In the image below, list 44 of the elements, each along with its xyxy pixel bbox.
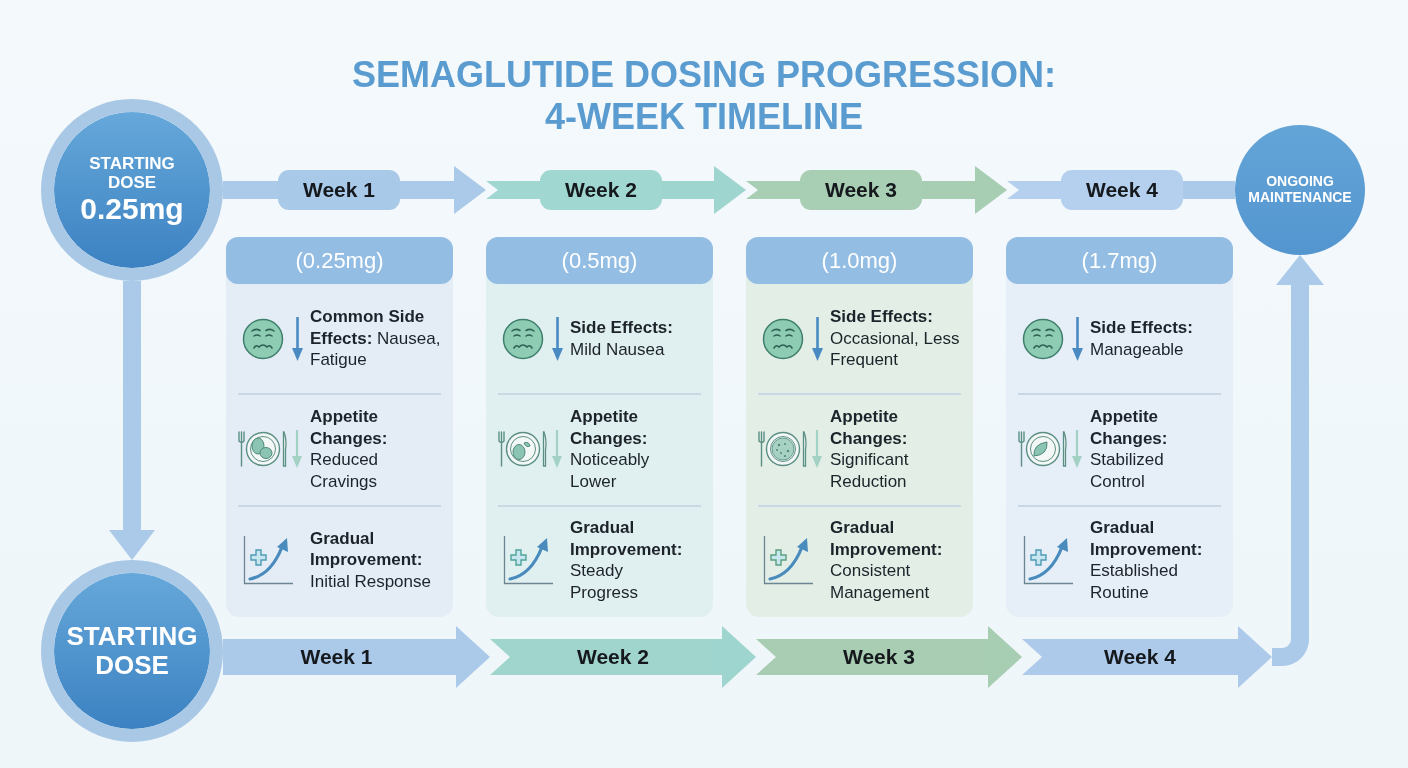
connector-band (1183, 181, 1235, 199)
week-label: Week 2 (565, 178, 637, 202)
connector-arrow (450, 626, 490, 688)
effect-text: Gradual Improvement: Consistent Management (830, 517, 944, 603)
dose-card (486, 237, 713, 617)
circle-label: ONGOING MAINTENANCE (1247, 174, 1353, 206)
dose-value: 0.25mg (80, 192, 184, 226)
week-label: Week 3 (843, 645, 915, 669)
week-band (223, 639, 450, 675)
dose-card (746, 237, 973, 617)
diagram-title: SEMAGLUTIDE DOSING PROGRESSION: 4-WEEK TIMELINE (350, 54, 1058, 138)
effect-text: Side Effects: Mild Nausea (570, 317, 674, 360)
effect-text: Common Side Effects: Nausea, Fatigue (310, 306, 442, 371)
dose-header: (0.25mg) (226, 237, 453, 284)
effect-text: Side Effects: Occasional, Less Frequent (830, 306, 961, 371)
connector-arrow (109, 281, 155, 560)
week-label: Week 3 (825, 178, 897, 202)
effect-text: Gradual Improvement: Steady Progress (570, 517, 684, 603)
circle-label: STARTING DOSE (88, 154, 176, 193)
connector-band (223, 181, 278, 199)
effect-text: Appetite Changes: Significant Reduction (830, 406, 910, 492)
effect-text: Gradual Improvement: Initial Response (310, 527, 432, 593)
effect-text: Gradual Improvement: Established Routine (1090, 517, 1204, 603)
dose-card (226, 237, 453, 617)
connector-arrow (400, 166, 486, 214)
circle-label: STARTING DOSE (65, 621, 199, 681)
effect-text: Appetite Changes: Noticeably Lower (570, 406, 651, 492)
week-label: Week 1 (300, 645, 373, 669)
week-label: Week 1 (303, 178, 375, 202)
week-label: Week 2 (577, 645, 649, 669)
dose-header: (1.0mg) (746, 237, 973, 284)
dose-header: (1.7mg) (1006, 237, 1233, 284)
connector-arrow (982, 626, 1022, 688)
connector-arrow (662, 166, 746, 214)
effect-text: Appetite Changes: Stabilized Control (1090, 406, 1169, 492)
connector-arrow (1272, 255, 1324, 666)
dose-header: (0.5mg) (486, 237, 713, 284)
effect-text: Side Effects: Manageable (1090, 317, 1194, 360)
week-label: Week 4 (1104, 645, 1176, 669)
week-label: Week 4 (1086, 178, 1158, 202)
dose-card (1006, 237, 1233, 617)
connector-arrow (922, 166, 1007, 214)
effect-text: Appetite Changes: Reduced Cravings (310, 406, 389, 492)
connector-arrow (716, 626, 756, 688)
